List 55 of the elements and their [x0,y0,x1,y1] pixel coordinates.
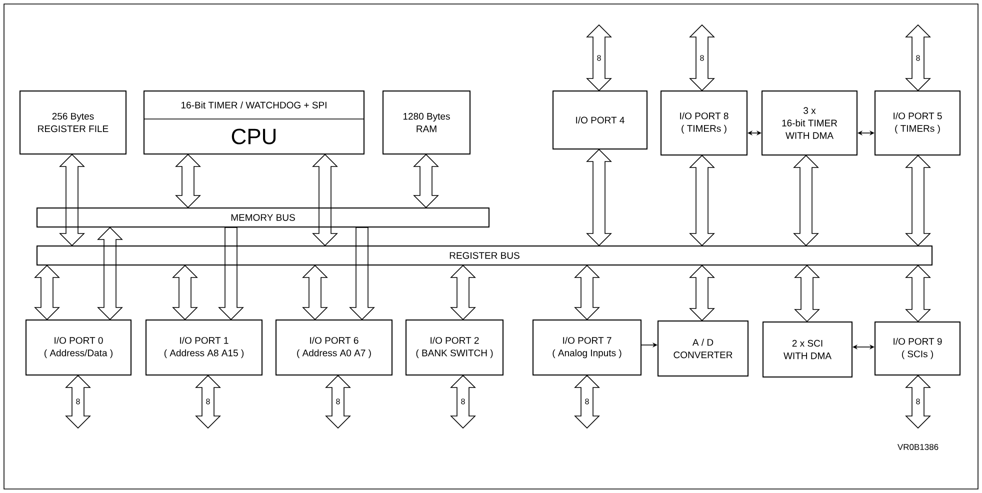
bus-arrow [905,374,931,429]
bus-arrow [65,374,91,429]
bus-bar: MEMORY BUS [36,208,490,228]
port-box: I/O PORT 7 ( Analog Inputs ) [532,320,642,376]
bus-arrow [574,374,600,429]
memory-box: 256 Bytes REGISTER FILE [20,90,126,154]
bus-arrow [586,24,612,92]
bus-arrow [450,374,476,429]
port-box: I/O PORT 2 ( BANK SWITCH ) [406,320,504,376]
port-box: I/O PORT 5 ( TIMERs ) [874,90,960,156]
bus-arrow [97,226,123,320]
edge-label: 8 [585,398,589,404]
bus-arrow [218,227,244,320]
bus-arrow [413,154,439,208]
edge-label: 8 [700,55,704,61]
port-box: I/O PORT 6 ( Address A0 A7 ) [276,320,392,376]
bus-arrow [450,264,476,320]
bus-arrow [689,154,715,246]
converter-box: A / D CONVERTER [658,320,748,376]
edge-label: 8 [597,55,601,61]
bus-arrow [793,154,819,246]
bus-arrow [794,264,820,322]
bus-bar: REGISTER BUS [36,246,932,266]
bus-arrow [905,154,931,246]
edge-label: 8 [76,398,80,404]
edge-label: 8 [916,398,920,404]
memory-box: 1280 Bytes RAM [382,90,470,154]
bus-arrow [312,154,338,246]
sci-box: 2 x SCI WITH DMA [762,322,852,378]
bus-arrow [574,264,600,320]
edge-label: 8 [916,55,920,61]
bus-arrow [905,264,931,322]
edge-label: 8 [206,398,210,404]
bus-arrow [325,374,351,429]
edge-label: 8 [336,398,340,404]
bus-arrow [349,227,375,320]
port-box: I/O PORT 1 ( Address A8 A15 ) [146,320,262,376]
cpu-box: 16-Bit TIMER / WATCHDOG + SPI CPU [144,90,364,154]
bus-arrow [34,264,60,320]
port-box: I/O PORT 9 ( SCIs ) [874,322,960,376]
bus-arrow [689,24,715,92]
bus-arrow [195,374,221,429]
port-box: I/O PORT 4 [552,90,648,150]
bus-arrow [302,264,328,320]
bus-arrow [172,264,198,320]
timer-box: 3 x 16-bit TIMER WITH DMA [762,90,858,156]
port-box: I/O PORT 8 ( TIMERs ) [660,90,748,156]
port-box: I/O PORT 0 ( Address/Data ) [26,320,132,376]
bus-arrow [689,264,715,322]
bus-arrow [175,154,201,208]
bus-arrow [59,154,85,246]
drawing-code: VR0B1386 [897,444,938,450]
bus-arrow [905,24,931,92]
bus-arrow [586,148,612,246]
edge-label: 8 [461,398,465,404]
